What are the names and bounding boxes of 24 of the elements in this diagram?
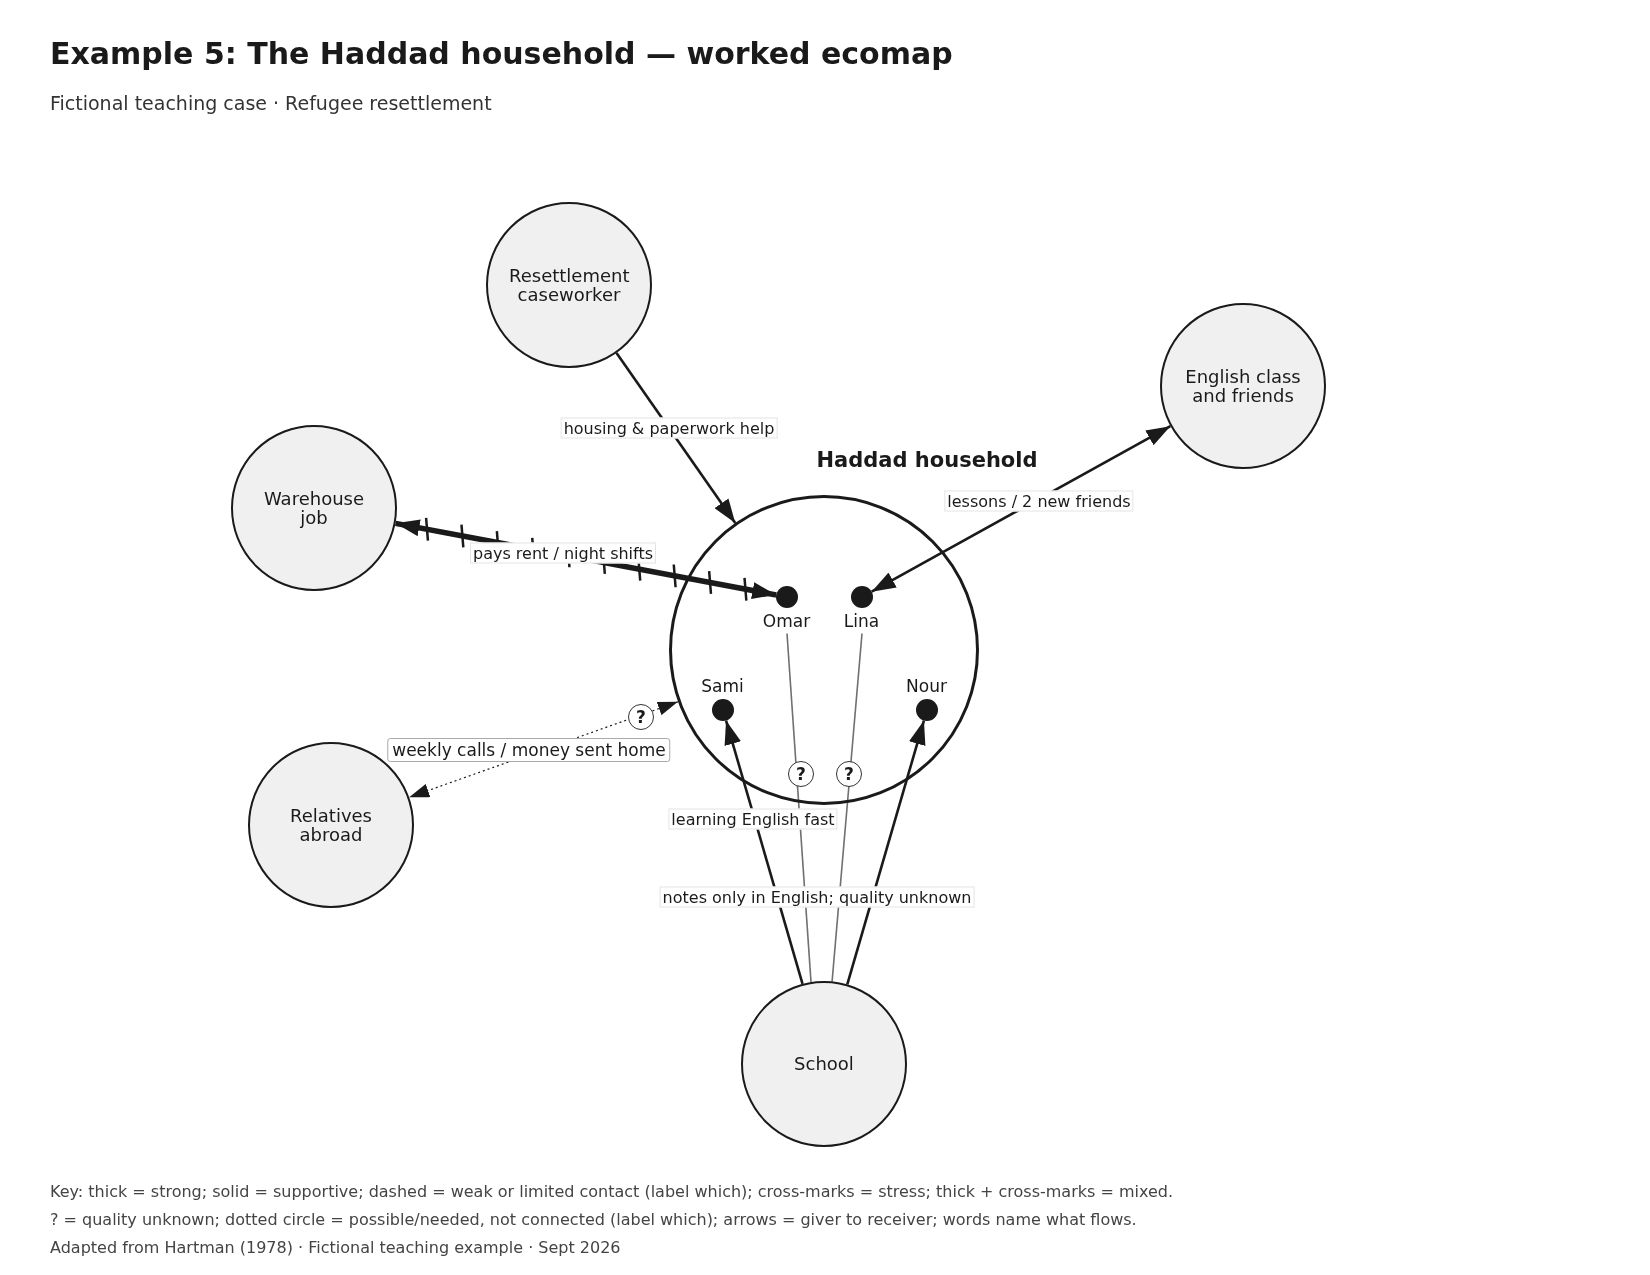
quality-unknown-marker: ? — [628, 704, 654, 730]
quality-unknown-marker: ? — [836, 761, 862, 787]
system-name: Warehouse job — [262, 488, 365, 528]
member-name: Lina — [843, 610, 880, 631]
member-name: Omar — [762, 610, 811, 631]
edge-label: lessons / 2 new friends — [944, 490, 1134, 512]
system-name: School — [793, 1054, 855, 1074]
edge-label: housing & paperwork help — [560, 417, 778, 439]
subtitle: Fictional teaching case · Refugee resettlement — [50, 92, 492, 114]
edge-label: learning English fast — [668, 808, 838, 830]
edge-label: pays rent / night shifts — [470, 542, 656, 564]
household-heading: Haddad household — [816, 448, 1038, 472]
footnote: ? = quality unknown; dotted circle = possible/needed, not connected (label which); arrows = giver to receiver; words name what flows. — [50, 1210, 1137, 1229]
edge-label: notes only in English; quality unknown — [659, 886, 975, 908]
footnote: Adapted from Hartman (1978) · Fictional teaching example · Sept 2026 — [50, 1238, 621, 1257]
member-name: Sami — [701, 675, 744, 696]
member-name: Nour — [906, 675, 947, 696]
quality-unknown-marker: ? — [788, 761, 814, 787]
system-name: Resettlement caseworker — [509, 265, 629, 305]
system-name: English class and friends — [1184, 366, 1302, 406]
system-name: Relatives abroad — [289, 805, 373, 845]
diagram-title: Example 5: The Haddad household — worked ecomap — [50, 36, 953, 71]
edge-label: weekly calls / money sent home — [387, 738, 671, 762]
footnote: Key: thick = strong; solid = supportive; dashed = weak or limited contact (label which); cross-marks = stress; thick + cross-marks = mixed. — [50, 1182, 1173, 1201]
